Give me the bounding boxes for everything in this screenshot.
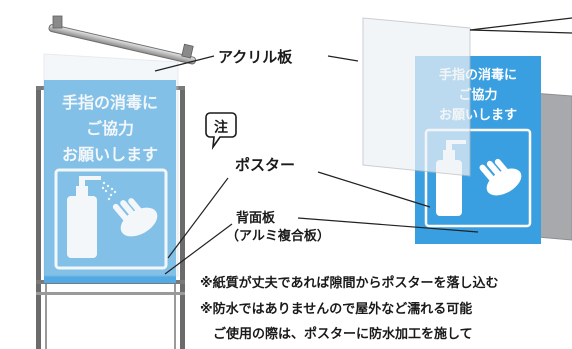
stand-poster <box>44 80 176 283</box>
note-line-1: ※紙質が丈夫であれば隙間からポスターを落し込む <box>200 276 499 291</box>
stand-poster-line2: ご協力 <box>86 119 134 138</box>
poster-stand: 手指の消毒に ご協力 お願いします <box>36 15 197 349</box>
stand-crossbar-lower <box>36 292 185 295</box>
stand-poster-illustration-frame <box>54 168 168 270</box>
stand-poster-line3: お願いします <box>62 145 158 164</box>
caution-badge: 注 <box>205 112 237 150</box>
stand-acrylic-plate <box>43 53 179 277</box>
label-acrylic: アクリル板 <box>218 48 293 66</box>
spray-dots <box>101 181 117 201</box>
exploded-washing-hands-icon <box>479 158 522 196</box>
sanitizer-bottle-icon <box>67 176 101 258</box>
leader-acrylic-top <box>469 17 572 31</box>
exploded-view: 手指の消毒に ご協力 お願いします <box>362 17 572 244</box>
stand-top-bar <box>48 15 197 65</box>
label-backboard: 背面板 <box>236 210 276 226</box>
leader-acrylic-top2 <box>469 29 572 34</box>
stand-poster-sheen <box>44 80 176 283</box>
note-line-3: ご使用の際は、ポスターに防水加工を施して <box>200 327 473 342</box>
stand-poster-line1: 手指の消毒に <box>62 93 158 112</box>
stand-frame-left-post <box>36 90 41 349</box>
stand-frame-right-post <box>180 88 185 349</box>
leader-acrylic-right <box>327 55 359 62</box>
note-line-2: ※防水ではありませんので屋外など濡れる可能 <box>200 302 473 317</box>
leader-backboard-right <box>297 217 479 233</box>
leader-lines <box>154 17 572 275</box>
label-backboard-sub: （アルミ複合板） <box>226 228 330 244</box>
label-poster: ポスター <box>235 156 295 174</box>
washing-hands-icon <box>112 198 158 237</box>
leader-backboard-left <box>164 223 233 275</box>
caution-mark-text: 注 <box>214 119 228 136</box>
leader-poster-left <box>167 177 229 259</box>
acrylic-sheet <box>362 17 471 177</box>
leader-poster-right <box>317 171 431 208</box>
leader-acrylic-left <box>154 55 215 72</box>
exploded-poster-illustration-frame <box>424 128 532 228</box>
